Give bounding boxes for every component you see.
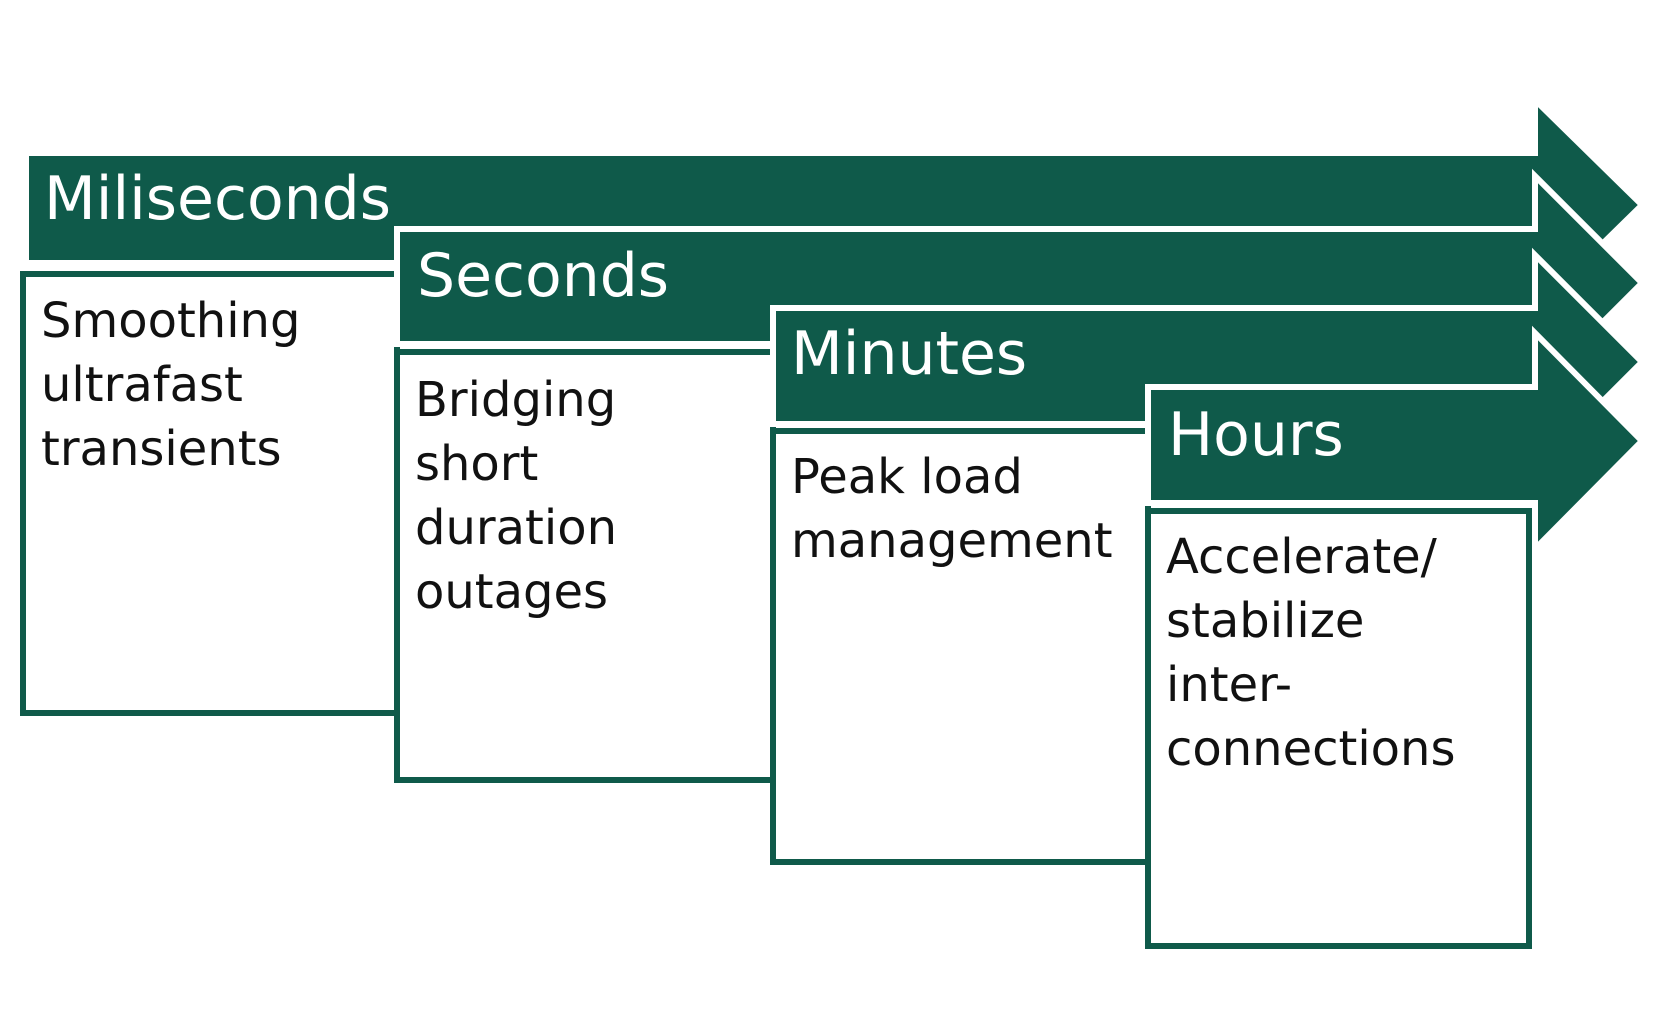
arrow-label-miliseconds: Miliseconds xyxy=(44,164,391,234)
description-line: Accelerate/ xyxy=(1166,529,1438,585)
arrow-label-hours: Hours xyxy=(1168,400,1344,470)
arrow-hours: Hours xyxy=(1145,325,1647,557)
description-line: stabilize xyxy=(1166,593,1364,649)
description-line: Peak load xyxy=(791,449,1023,505)
description-line: ultrafast xyxy=(41,357,243,413)
description-line: transients xyxy=(41,421,282,477)
description-box-hours xyxy=(1145,508,1532,949)
description-line: outages xyxy=(415,564,608,620)
stage-miliseconds: Smoothing ultrafast transients xyxy=(20,271,400,716)
description-miliseconds: Smoothing ultrafast transients xyxy=(41,293,316,477)
description-line: short xyxy=(415,436,538,492)
description-box-minutes xyxy=(770,428,1151,865)
stage-seconds: Bridging short duration outages xyxy=(394,349,776,783)
arrow-label-seconds: Seconds xyxy=(417,241,669,311)
description-box-seconds xyxy=(394,349,776,783)
arrow-label-minutes: Minutes xyxy=(791,319,1027,389)
description-box-miliseconds xyxy=(20,271,400,716)
description-seconds: Bridging short duration outages xyxy=(415,372,632,620)
stage-hours: Accelerate/ stabilize inter- connections xyxy=(1145,508,1532,949)
description-line: Smoothing xyxy=(41,293,300,349)
description-line: management xyxy=(791,513,1113,569)
description-minutes: Peak load management xyxy=(791,449,1113,569)
stage-minutes: Peak load management xyxy=(770,428,1151,865)
description-line: connections xyxy=(1166,721,1455,777)
description-line: duration xyxy=(415,500,617,556)
description-line: inter- xyxy=(1166,657,1292,713)
description-hours: Accelerate/ stabilize inter- connections xyxy=(1166,529,1455,777)
description-line: Bridging xyxy=(415,372,616,428)
arrow-band-hours xyxy=(1145,325,1647,557)
